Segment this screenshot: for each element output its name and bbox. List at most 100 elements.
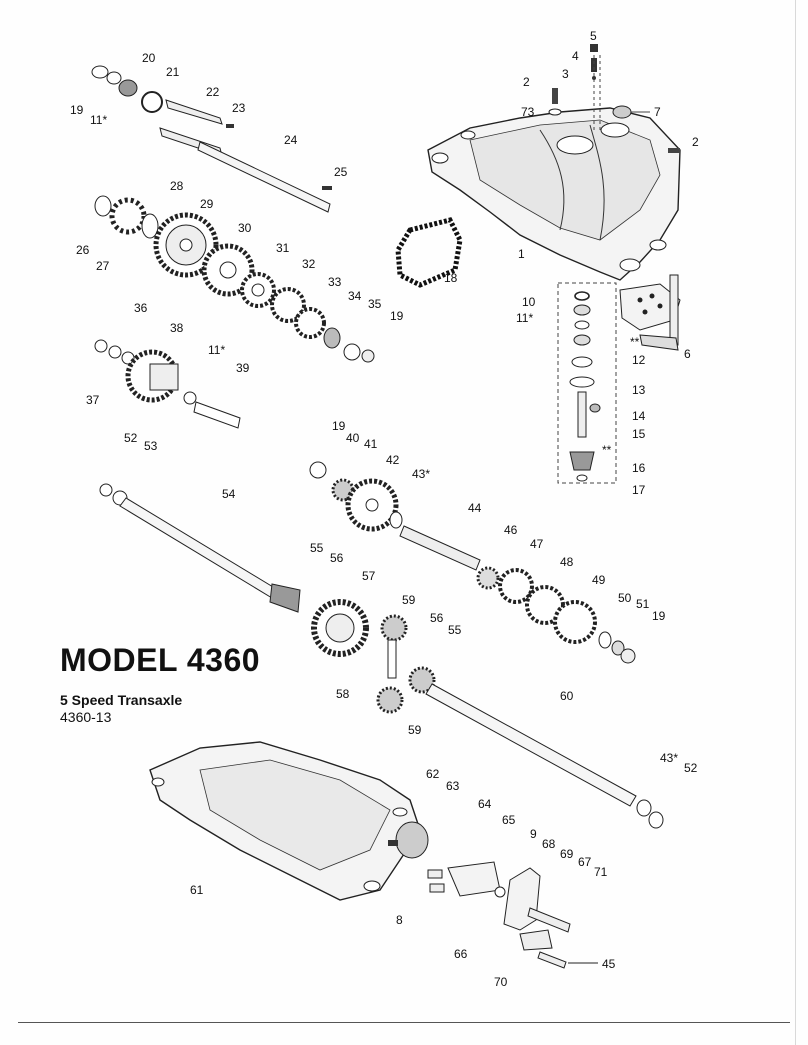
- callout-58: 58: [336, 687, 350, 701]
- gear-set-middle: [309, 461, 636, 664]
- callout-43: 43*: [660, 751, 678, 765]
- callout-31: 31: [276, 241, 290, 255]
- callout-63: 63: [446, 779, 460, 793]
- callout-15: 15: [632, 427, 646, 441]
- callout-57: 57: [362, 569, 376, 583]
- callout-51: 51: [636, 597, 650, 611]
- callout-2: 2: [692, 135, 699, 149]
- callout-61: 61: [190, 883, 204, 897]
- bottom-rule: [18, 1022, 790, 1023]
- callout-42: 42: [386, 453, 400, 467]
- callout-47: 47: [530, 537, 544, 551]
- callout-18: 18: [444, 271, 458, 285]
- brake-assembly: [388, 821, 598, 969]
- callout-41: 41: [364, 437, 378, 451]
- transaxle-subtitle: 5 Speed Transaxle: [60, 692, 183, 708]
- callout-26: 26: [76, 243, 90, 257]
- callout-73: 73: [521, 105, 535, 119]
- callout-10: 10: [522, 295, 536, 309]
- callout-36: 36: [134, 301, 148, 315]
- callout-35: 35: [368, 297, 382, 311]
- callout-double-star: **: [602, 443, 612, 457]
- gear-cluster-upper: [94, 195, 375, 363]
- callout-3: 3: [562, 67, 569, 81]
- callout-44: 44: [468, 501, 482, 515]
- callout-68: 68: [542, 837, 556, 851]
- top-fasteners: [548, 44, 680, 153]
- callout-45: 45: [602, 957, 616, 971]
- callout-60: 60: [560, 689, 574, 703]
- callout-2: 2: [523, 75, 530, 89]
- shifter-shaft-assembly: [557, 282, 617, 484]
- differential: [311, 599, 436, 714]
- callout-71: 71: [594, 865, 608, 879]
- callout-40: 40: [346, 431, 360, 445]
- callout-6: 6: [684, 347, 691, 361]
- axle-shaft: [425, 683, 664, 829]
- callout-59: 59: [408, 723, 422, 737]
- callout-39: 39: [236, 361, 250, 375]
- callout-62: 62: [426, 767, 440, 781]
- callout-64: 64: [478, 797, 492, 811]
- callout-48: 48: [560, 555, 574, 569]
- callout-66: 66: [454, 947, 468, 961]
- callout-59: 59: [402, 593, 416, 607]
- callout-9: 9: [530, 827, 537, 841]
- callout-11: 11*: [516, 311, 533, 325]
- callout-56: 56: [430, 611, 444, 625]
- callout-19: 19: [390, 309, 404, 323]
- transaxle-upper-housing: [427, 107, 681, 281]
- shift-lever: [619, 274, 681, 351]
- callout-23: 23: [232, 101, 246, 115]
- callout-43: 43*: [412, 467, 430, 481]
- callout-17: 17: [632, 483, 646, 497]
- callout-1: 1: [518, 247, 525, 261]
- callout-53: 53: [144, 439, 158, 453]
- model-title: MODEL 4360: [60, 642, 261, 678]
- callout-28: 28: [170, 179, 184, 193]
- callout-13: 13: [632, 383, 646, 397]
- callout-19: 19: [332, 419, 346, 433]
- drive-chain: [395, 217, 463, 288]
- callout-69: 69: [560, 847, 574, 861]
- callout-65: 65: [502, 813, 516, 827]
- callout-33: 33: [328, 275, 342, 289]
- callout-49: 49: [592, 573, 606, 587]
- callout-4: 4: [572, 49, 579, 63]
- callout-12: 12: [632, 353, 646, 367]
- callout-11: 11*: [208, 343, 225, 357]
- callout-14: 14: [632, 409, 646, 423]
- callout-24: 24: [284, 133, 298, 147]
- callout-22: 22: [206, 85, 220, 99]
- reverse-idler-gear: [94, 339, 241, 429]
- callout-27: 27: [96, 259, 110, 273]
- callout-8: 8: [396, 913, 403, 927]
- output-shaft: [99, 483, 301, 613]
- callout-38: 38: [170, 321, 184, 335]
- callout-32: 32: [302, 257, 316, 271]
- callout-21: 21: [166, 65, 180, 79]
- callout-29: 29: [200, 197, 214, 211]
- callout-7: 7: [654, 105, 661, 119]
- callout-11: 11*: [90, 113, 107, 127]
- callout-46: 46: [504, 523, 518, 537]
- callout-25: 25: [334, 165, 348, 179]
- callout-5: 5: [590, 29, 597, 43]
- diagram-part-number: 4360-13: [60, 709, 112, 725]
- callout-52: 52: [684, 761, 698, 775]
- callout-70: 70: [494, 975, 508, 989]
- right-edge-rule: [795, 0, 796, 1045]
- callout-67: 67: [578, 855, 592, 869]
- callout-labels: 5 4 3 2 73 7 2 1 18 10 11* 6 12 13 14 15…: [70, 29, 699, 989]
- callout-double-star: **: [630, 335, 640, 349]
- shift-rail-assembly: [91, 65, 332, 213]
- callout-20: 20: [142, 51, 156, 65]
- callout-16: 16: [632, 461, 646, 475]
- callout-54: 54: [222, 487, 236, 501]
- callout-34: 34: [348, 289, 362, 303]
- callout-55: 55: [310, 541, 324, 555]
- callout-50: 50: [618, 591, 632, 605]
- callout-19: 19: [70, 103, 84, 117]
